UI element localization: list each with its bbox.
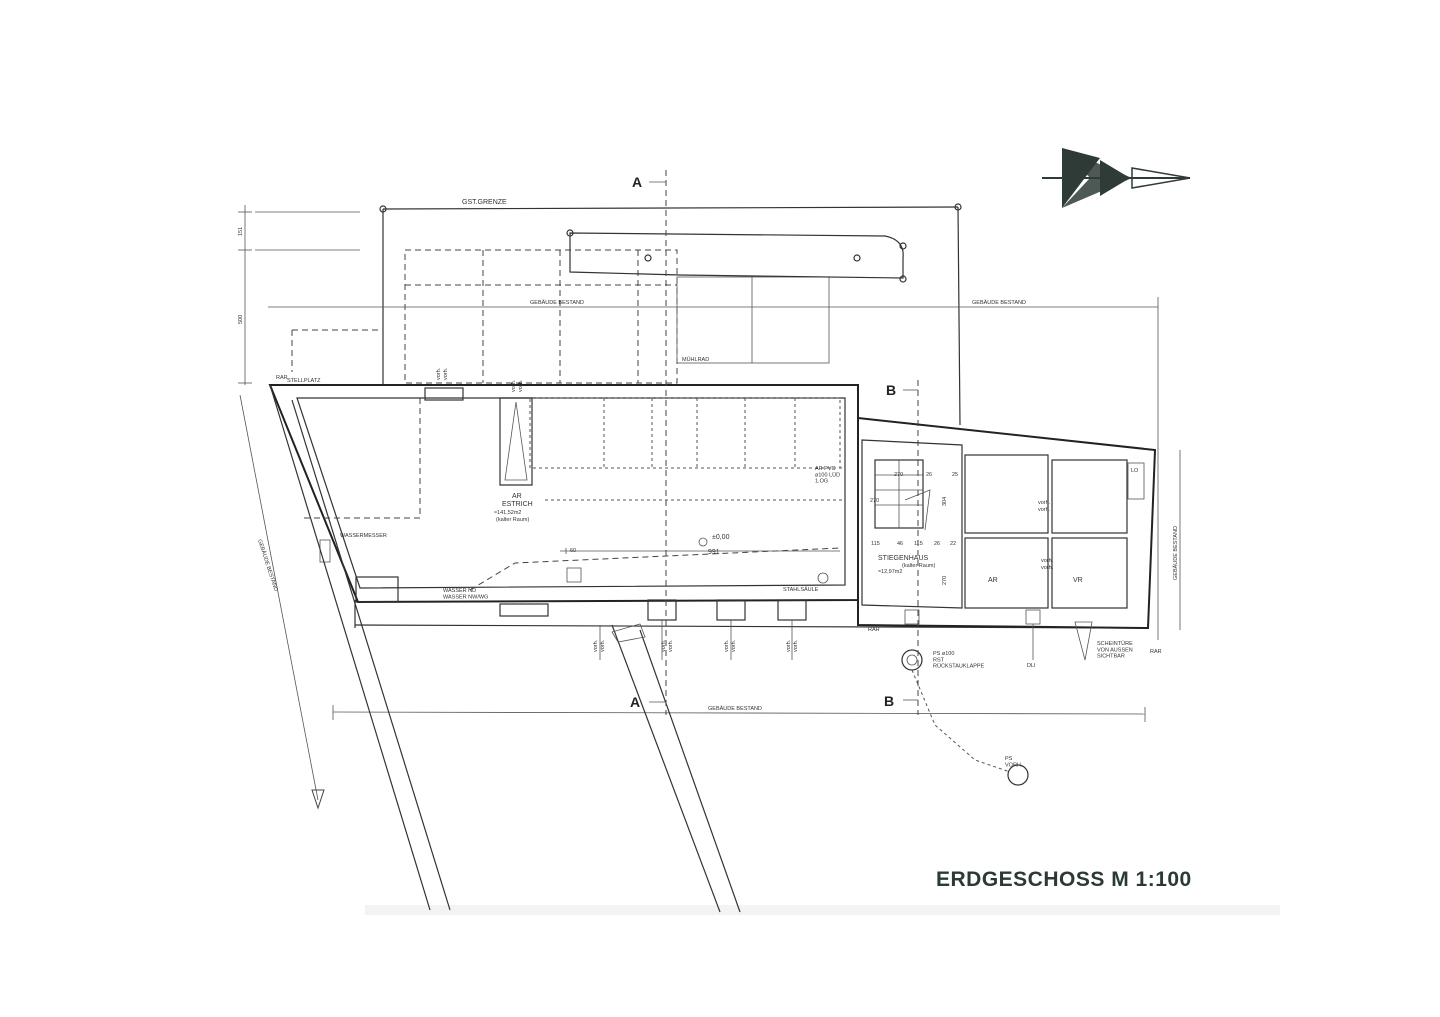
svg-text:vorh.: vorh. (668, 639, 674, 652)
svg-text:vorh.: vorh. (593, 639, 599, 652)
section-b-bottom: B (884, 693, 894, 709)
gebaeude-bestand-bottom-label: GEBÄUDE BESTAND (708, 705, 762, 712)
steigenhaus-note: (kalter Raum) (902, 563, 935, 569)
drawing-title: ERDGESCHOSS M 1:100 (936, 868, 1192, 891)
svg-text:vorh.: vorh. (1041, 565, 1054, 571)
svg-text:vorh.: vorh. (1041, 558, 1054, 564)
estrich-label: ESTRICH (502, 501, 533, 508)
dim-25: 25 (952, 472, 958, 478)
rar-label-2: RAR (868, 627, 880, 633)
stahlsaeule-label: STAHLSÄULE (783, 586, 819, 593)
dim-270a: 270 (894, 472, 903, 478)
dim-60: 60 (570, 548, 576, 554)
estrich-ar-label: AR (512, 493, 522, 500)
dim-151: 151 (238, 227, 244, 236)
dim-270c: 270 (942, 576, 948, 585)
steigenhaus-label: STIEGENHAUS (878, 555, 929, 562)
gst-grenze-label: GST.GRENZE (462, 199, 507, 206)
svg-text:vorh.: vorh. (518, 379, 524, 392)
dli-label: DLI (1027, 663, 1036, 669)
rar-label-1: RAR (276, 375, 288, 381)
svg-text:vorh.: vorh. (724, 639, 730, 652)
scan-edge (365, 905, 1280, 915)
section-a-top: A (632, 174, 642, 190)
svg-text:vorh.: vorh. (600, 639, 606, 652)
estrich-area: ≈141,52m2 (494, 510, 521, 516)
wassermesser-label: WASSERMESSER (340, 533, 387, 539)
gebaeude-bestand-right-label: GEBÄUDE BESTAND (1172, 526, 1179, 580)
svg-text:vorh.: vorh. (511, 379, 517, 392)
dim-26b: 26 (934, 541, 940, 547)
svg-text:vorh.: vorh. (1038, 500, 1051, 506)
diagonal-boundaries: GEBÄUDE BESTAND (239, 384, 741, 913)
dim-500: 500 (238, 315, 244, 324)
north-arrow-icon (1042, 148, 1191, 208)
svg-text:vorh.: vorh. (731, 639, 737, 652)
svg-text:vorh.: vorh. (1038, 507, 1051, 513)
dim-46: 46 (897, 541, 903, 547)
gebaeude-bestand-right: GEBÄUDE BESTAND (1172, 450, 1181, 630)
gebaeude-bestand-bottom: GEBÄUDE BESTAND (332, 705, 1146, 722)
dim-270b: 270 (870, 498, 879, 504)
dim-304: 304 (942, 497, 948, 506)
dim-22: 22 (950, 541, 956, 547)
svg-text:vorh.: vorh. (436, 367, 442, 380)
section-b-top: B (886, 382, 896, 398)
vorh-labels: vorh. vorh. vorh. vorh. vorh. vorh. vorh… (436, 367, 799, 660)
property-boundary: GST.GRENZE (379, 199, 962, 426)
level-label: ±0,00 (712, 534, 730, 541)
dim-991: 991 (708, 549, 720, 556)
room-vr-label: VR (1073, 577, 1083, 584)
right-building: STIEGENHAUS (kalter Raum) ≈12,97m2 AR VR… (857, 416, 1157, 669)
gebaeude-bestand-right-top-label: GEBÄUDE BESTAND (972, 299, 1026, 306)
svg-text:vorh.: vorh. (793, 639, 799, 652)
section-lines: A A B B (630, 170, 919, 715)
gebaeude-bestand-left-label: GEBÄUDE BESTAND (256, 538, 279, 592)
stellplatz-label: STELLPLATZ (287, 378, 321, 384)
lo-label: LO (1131, 468, 1139, 474)
svg-text:vorh.: vorh. (661, 639, 667, 652)
room-ar-label: AR (988, 577, 998, 584)
section-a-bottom: A (630, 694, 640, 710)
muehlrad-label: MÜHLRAD (682, 356, 709, 363)
gebaeude-bestand-upper: GEBÄUDE BESTAND GEBÄUDE BESTAND (268, 297, 1159, 640)
dimension-left: 151 500 (238, 205, 360, 385)
dim-26: 26 (926, 472, 932, 478)
rar-label-3: RAR (1150, 649, 1162, 655)
svg-text:vorh.: vorh. (443, 367, 449, 380)
gebaeude-bestand-upper-label: GEBÄUDE BESTAND (530, 299, 584, 306)
estrich-note: (kalter Raum) (496, 517, 529, 523)
svg-text:vorh.: vorh. (786, 639, 792, 652)
existing-building-upper: MÜHLRAD (404, 229, 907, 384)
dim-115a: 115 (871, 541, 880, 547)
stellplatz-outline (291, 329, 380, 372)
steigenhaus-area: ≈12,97m2 (878, 569, 902, 575)
